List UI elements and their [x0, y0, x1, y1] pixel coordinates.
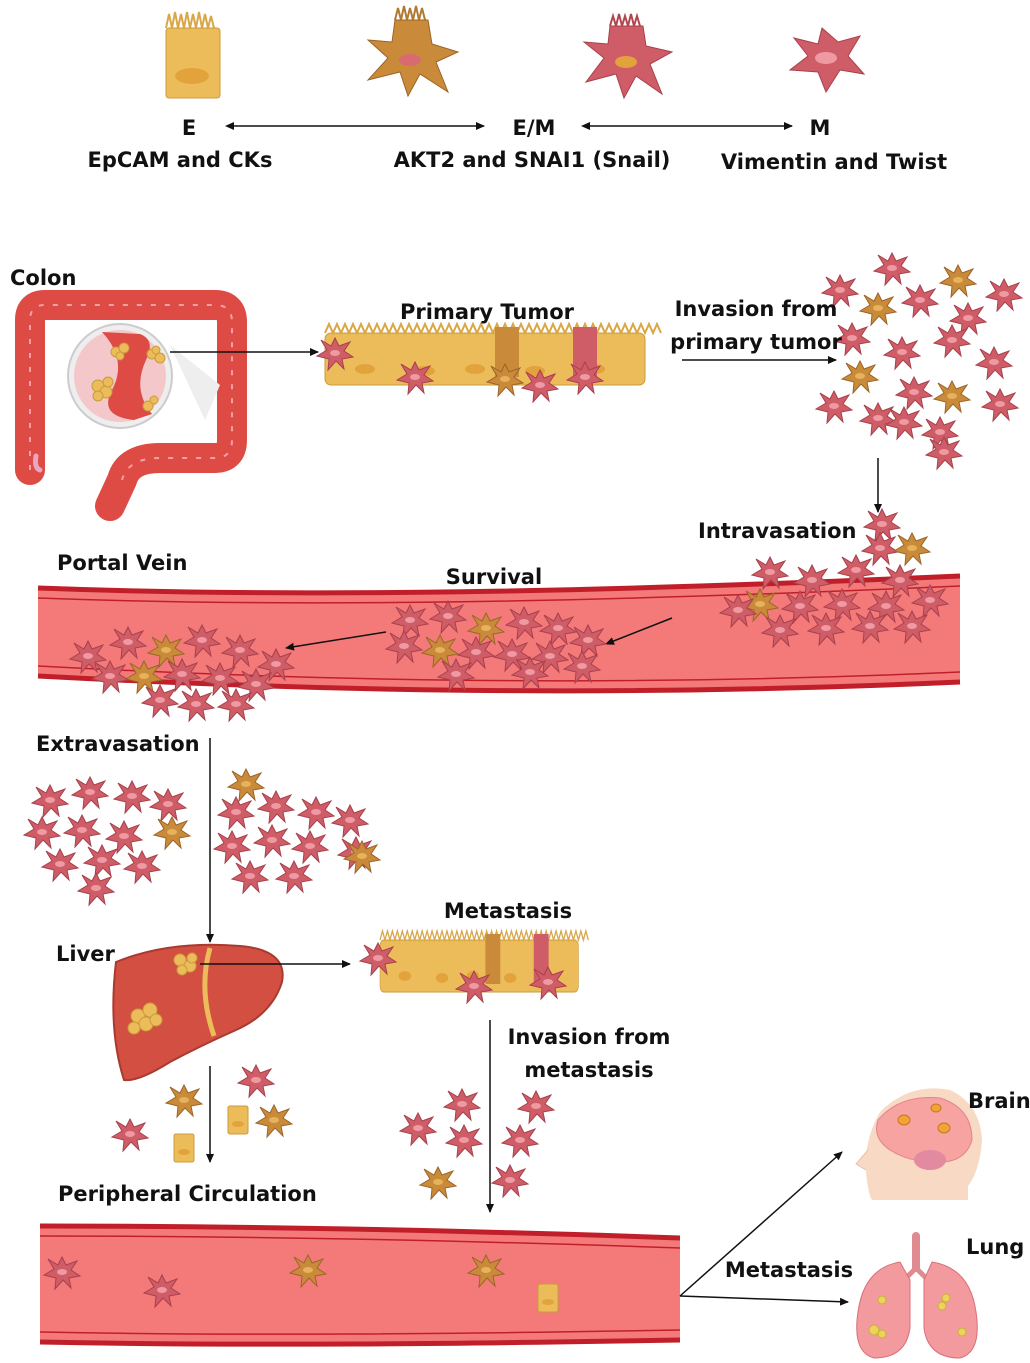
liver-label: Liver — [56, 941, 115, 967]
epithelial-letter-label: E — [182, 115, 196, 141]
epithelial-markers-label: EpCAM and CKs — [88, 147, 273, 173]
peripheral-vessel — [40, 1226, 680, 1344]
lung-illustration — [857, 1236, 978, 1358]
hybrid-markers-label: AKT2 and SNAI1 (Snail) — [394, 147, 671, 173]
extravasated-cell-clusters — [24, 769, 380, 905]
mesenchymal-markers-label: Vimentin and Twist — [721, 149, 947, 175]
colon-illustration — [30, 305, 232, 506]
invasion-metastasis-label-line2: metastasis — [524, 1057, 653, 1083]
invasion-primary-label-line2: primary tumor — [670, 329, 842, 355]
liver-metastasis-label: Metastasis — [444, 898, 572, 924]
extravasation-label: Extravasation — [36, 731, 200, 757]
epithelial-cell-icon — [166, 12, 220, 98]
brain-label: Brain — [968, 1088, 1030, 1114]
liver-illustration — [113, 945, 282, 1080]
mesenchymal-cell-icon — [790, 28, 864, 92]
lung-label: Lung — [966, 1234, 1024, 1260]
hybrid-cell-icon — [368, 6, 458, 96]
primary-tumor-tissue — [317, 324, 661, 402]
portal-vein-label: Portal Vein — [57, 550, 187, 576]
invasion-primary-label-line1: Invasion from — [675, 296, 838, 322]
brain-head-illustration — [856, 1088, 982, 1200]
hybrid-letter-label: E/M — [513, 115, 556, 141]
survival-label: Survival — [446, 564, 542, 590]
intravasation-label: Intravasation — [698, 518, 856, 544]
colon-label: Colon — [10, 265, 76, 291]
primary-tumor-label: Primary Tumor — [400, 299, 574, 325]
invasion-metastasis-label-line1: Invasion from — [508, 1024, 671, 1050]
arrow-to-lung — [680, 1296, 848, 1302]
hybrid-mesenchymal-cell-icon — [584, 14, 672, 98]
cells-invading-from-metastasis — [400, 1089, 554, 1199]
peripheral-circulation-label: Peripheral Circulation — [58, 1181, 317, 1207]
cells-leaving-liver — [112, 1065, 292, 1162]
distant-metastasis-label: Metastasis — [725, 1257, 853, 1283]
invading-cell-cluster — [816, 253, 1022, 469]
mesenchymal-letter-label: M — [810, 115, 831, 141]
